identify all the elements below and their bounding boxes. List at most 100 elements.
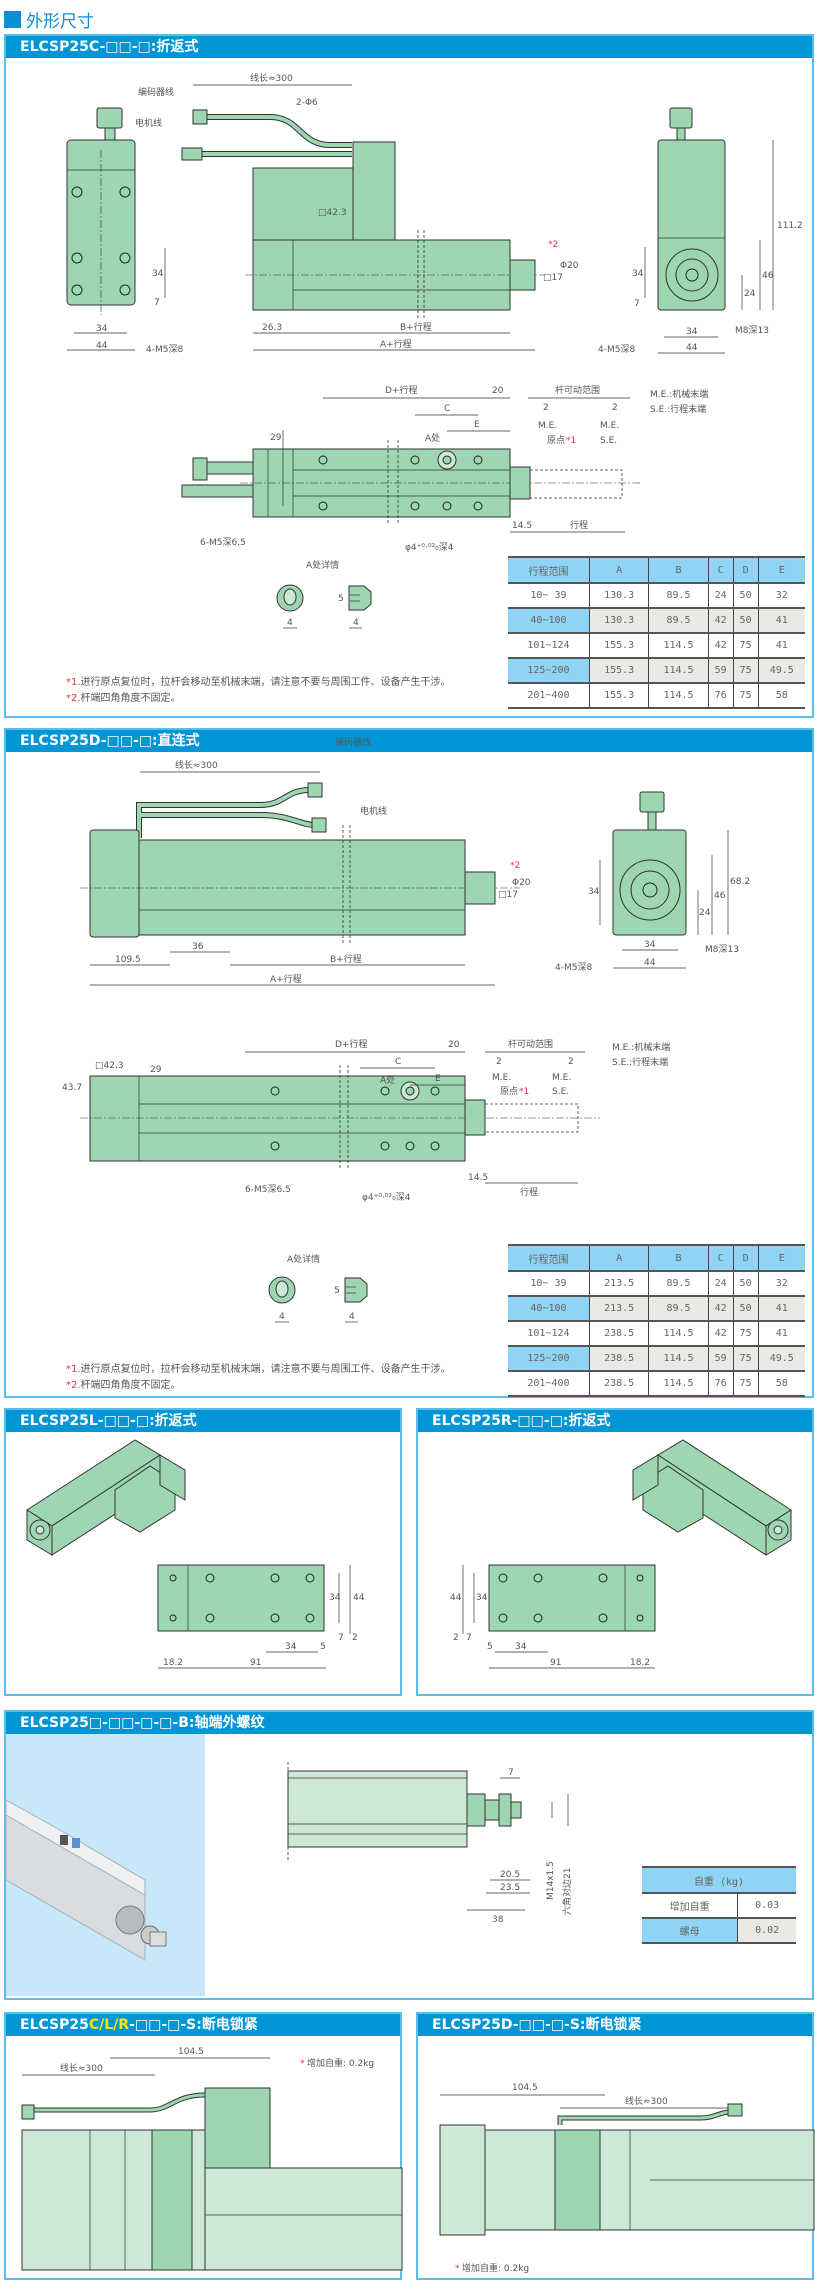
s2-side-view: 线长≈300 编码器线 电机线 109.5 36 B+行程 A+行程 □17 Φ… bbox=[80, 736, 531, 986]
table-cell: 75 bbox=[732, 1371, 759, 1396]
dim-label: φ4⁺⁰·⁰²₀深4 bbox=[405, 542, 454, 553]
table-cell: 213.5 bbox=[588, 1271, 649, 1296]
table-header-cell: A bbox=[588, 557, 649, 583]
dim-label: D+行程 bbox=[335, 1038, 367, 1050]
table-cell: 50 bbox=[732, 1296, 759, 1321]
dim-label: 5 bbox=[334, 1286, 340, 1296]
dim-label: 5 bbox=[487, 1642, 493, 1652]
dim-label: A+行程 bbox=[380, 338, 412, 350]
weight-label: 增加自重 bbox=[669, 1902, 710, 1913]
table-cell: 130.3 bbox=[588, 608, 649, 633]
dim-label: 4 bbox=[287, 618, 293, 628]
table-cell: 75 bbox=[732, 658, 759, 683]
dim-label: 91 bbox=[250, 1658, 261, 1668]
table-cell: 24 bbox=[707, 583, 734, 608]
table-cell: 49.5 bbox=[757, 658, 805, 683]
table-header-cell: 行程范围 bbox=[508, 1245, 590, 1271]
table-cell: 201~400 bbox=[527, 690, 570, 701]
dim-label: 44 bbox=[96, 341, 108, 351]
table-cell: 50 bbox=[732, 608, 759, 633]
s5l-drawing: 线长≈300 104.5 * 增加自重: 0.2kg bbox=[21, 2047, 403, 2271]
dim-label: C bbox=[444, 404, 450, 414]
dim-label: 7 bbox=[466, 1633, 472, 1643]
legend-me: M.E.:机械末端 bbox=[612, 1041, 670, 1053]
dim-label: D+行程 bbox=[385, 384, 417, 396]
dim-label: 43.7 bbox=[62, 1083, 82, 1093]
dim-label: 4 bbox=[279, 1312, 285, 1322]
note-mark: *2 bbox=[548, 240, 558, 250]
dim-label: 46 bbox=[762, 271, 774, 281]
legend-se: S.E.:行程末端 bbox=[612, 1056, 668, 1068]
table-cell: 76 bbox=[707, 683, 734, 708]
table-header-cell: 行程范围 bbox=[508, 557, 590, 583]
table-cell: 114.5 bbox=[648, 683, 709, 708]
dim-label: 14.5 bbox=[512, 521, 532, 531]
note-mark: *2 bbox=[66, 1380, 78, 1391]
actuator-photo-render bbox=[5, 1799, 167, 1961]
dim-label: 104.5 bbox=[512, 2083, 538, 2093]
table-cell: 42 bbox=[707, 1321, 734, 1346]
weight-value: 0.02 bbox=[737, 1918, 796, 1943]
encoder-cable-label: 编码器线 bbox=[138, 86, 174, 98]
note-mark: *2 bbox=[510, 861, 520, 871]
dim-label: S.E. bbox=[552, 1087, 569, 1097]
dim-label: 109.5 bbox=[115, 955, 141, 965]
dim-label: 20.5 bbox=[500, 1870, 520, 1880]
header-prefix: ELCSP25 bbox=[20, 2017, 89, 2033]
dim-label: M.E. bbox=[552, 1073, 571, 1083]
note-mark: *1 bbox=[66, 677, 78, 688]
weight-note: 增加自重: 0.2kg bbox=[462, 2262, 529, 2274]
dim-label: 34 bbox=[686, 327, 698, 337]
dim-label: 20 bbox=[448, 1040, 460, 1050]
table-header-cell: A bbox=[588, 1245, 649, 1271]
dim-label: 91 bbox=[550, 1658, 561, 1668]
encoder-cable-label: 编码器线 bbox=[335, 736, 371, 748]
note: *1.进行原点复位时，拉杆会移动至机械末端，请注意不要与周围工件、设备产生干涉。 bbox=[66, 1362, 451, 1378]
note-text: .杆端四角角度不固定。 bbox=[77, 1380, 181, 1391]
dim-label: 7 bbox=[508, 1768, 514, 1778]
table-cell: 75 bbox=[732, 1321, 759, 1346]
section-header: ELCSP25D-□□-□:直连式 bbox=[6, 730, 812, 752]
s2-end-view: 34 46 68.2 24 34 44 M8深13 4-M5深8 bbox=[555, 791, 750, 973]
dim-label: 24 bbox=[744, 289, 756, 299]
dim-label: 18.2 bbox=[163, 1658, 183, 1668]
note-text: .进行原点复位时，拉杆会移动至机械末端，请注意不要与周围工件、设备产生干涉。 bbox=[77, 1364, 451, 1375]
note-mark: * bbox=[455, 2264, 460, 2274]
dim-label: 44 bbox=[450, 1593, 462, 1603]
table-cell: 155.3 bbox=[588, 683, 649, 708]
dim-label: 2 bbox=[352, 1633, 358, 1643]
s3l-iso-view bbox=[26, 1439, 186, 1556]
dim-label: 4 bbox=[353, 618, 359, 628]
s4-rod-end-drawing: 7 20.5 23.5 38 M14x1.5 六角对边21 bbox=[287, 1762, 573, 1925]
section-header: ELCSP25C/L/R-□□-□-S:断电锁紧 bbox=[6, 2014, 400, 2036]
detail-title: A处详情 bbox=[287, 1253, 320, 1265]
dim-label: 34 bbox=[515, 1642, 527, 1652]
table-cell: 238.5 bbox=[588, 1321, 649, 1346]
dim-label: 行程 bbox=[570, 519, 588, 531]
weight-note: 增加自重: 0.2kg bbox=[307, 2057, 374, 2069]
dim-label: 34 bbox=[644, 940, 656, 950]
s2-top-view: D+行程 20 C E A处 43.7 □42.3 29 杆可动范围 2 2 M… bbox=[62, 1038, 670, 1203]
table-cell: 41 bbox=[757, 1321, 805, 1346]
dim-label: B+行程 bbox=[330, 953, 362, 965]
table-header-cell: E bbox=[757, 1245, 805, 1271]
page-title-text: 外形尺寸 bbox=[26, 11, 94, 32]
dim-label: □17 bbox=[543, 273, 563, 283]
dim-label: □17 bbox=[498, 890, 518, 900]
cable-length-label: 线长≈300 bbox=[175, 759, 218, 771]
page-title: 外形尺寸 bbox=[4, 8, 94, 32]
notes-s1: *1.进行原点复位时，拉杆会移动至机械末端，请注意不要与周围工件、设备产生干涉。… bbox=[66, 675, 451, 707]
header-highlight: C/L/R bbox=[88, 2017, 130, 2033]
table-cell: 50 bbox=[732, 1271, 759, 1296]
dim-label: 34 bbox=[476, 1593, 488, 1603]
dim-label: 7 bbox=[154, 298, 160, 308]
detail-title: A处详情 bbox=[306, 559, 339, 571]
dim-label: E bbox=[435, 1074, 441, 1084]
dim-label: 34 bbox=[96, 324, 108, 334]
table-cell: 10~ 39 bbox=[530, 590, 567, 601]
table-cell: 89.5 bbox=[648, 1296, 709, 1321]
